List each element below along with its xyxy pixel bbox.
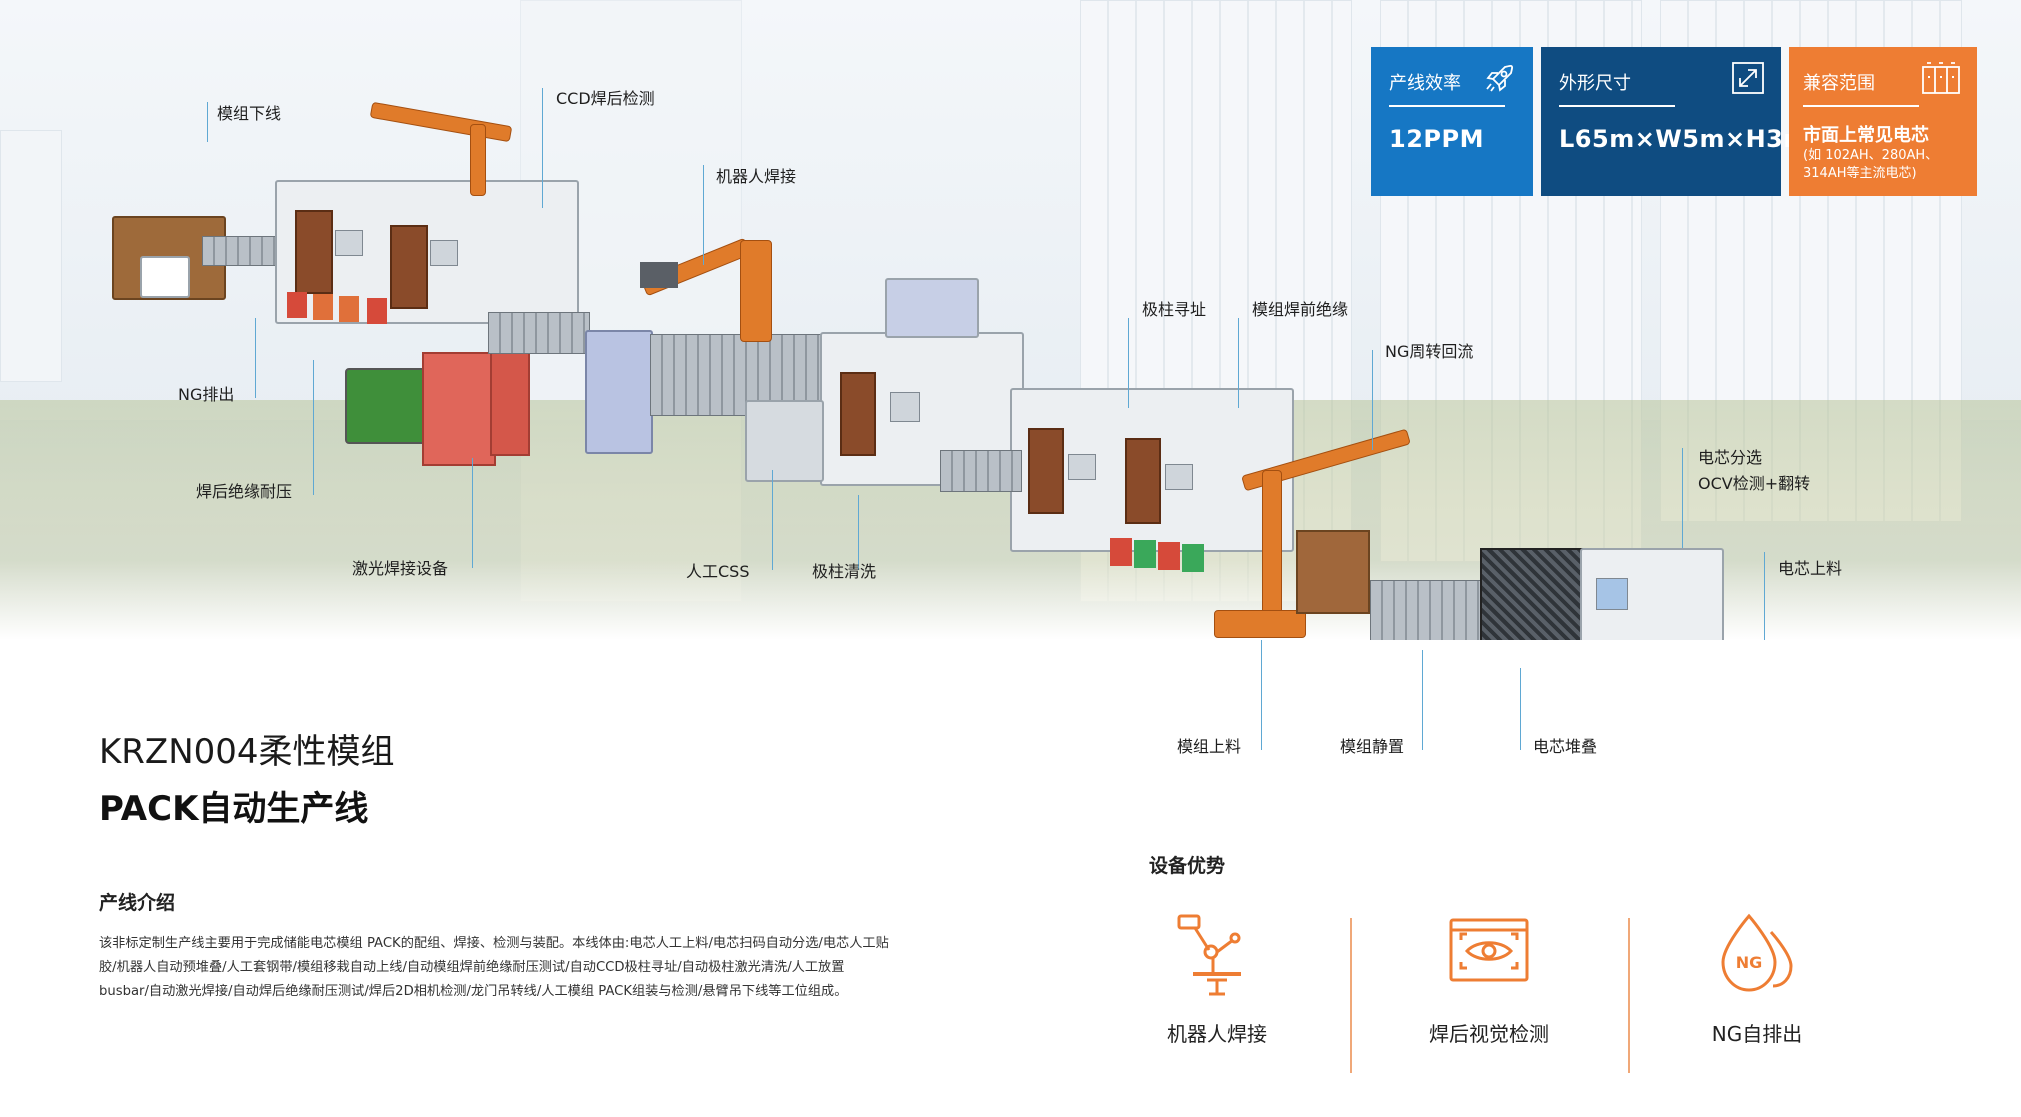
callout-cell-stacking: 电芯堆叠 [1533,737,1598,756]
product-title-line2: PACK自动生产线 [99,789,369,829]
leader-line [1238,318,1239,408]
divider [1628,918,1630,1073]
ng-drops-icon: NG [1721,913,1793,992]
insulation-tester [422,352,496,466]
unloading-station [112,206,284,302]
svg-text:NG: NG [1736,953,1763,972]
leader-line [1261,640,1262,750]
callout-cell-loading: 电芯上料 [1778,559,1843,578]
leader-line [542,88,543,208]
callout-module-loading: 模组上料 [1177,737,1242,756]
leader-line [207,102,208,142]
ocv-station [1580,548,1724,640]
css-station [745,400,824,482]
card-underline [1389,105,1505,107]
advantage-ng-auto-discharge: NG NG自排出 [1627,910,1887,1070]
callout-module-offline: 模组下线 [217,104,282,123]
callout-ng-discharge: NG排出 [178,385,235,404]
card-efficiency: 产线效率 12PPM [1371,47,1533,196]
eye-scan-icon [1449,918,1529,982]
leader-line [772,470,773,570]
robot-arm-icon [1177,914,1241,996]
leader-line [313,360,314,495]
leader-line [1764,552,1765,640]
callout-pole-cleaning: 极柱清洗 [812,562,877,581]
callout-manual-css: 人工CSS [686,562,750,581]
card-underline [1803,105,1919,107]
robot-arm-base [740,240,772,342]
leader-line [1520,668,1521,750]
card-dimensions-value: L65m×W5m×H3m [1559,125,1809,153]
expand-arrow-icon [1732,62,1764,94]
jib-crane-post [1262,470,1282,622]
leader-line [858,495,859,570]
advantage-robot-welding: 机器人焊接 [1087,910,1347,1070]
laser-welding-equipment [585,330,653,454]
card-compatibility: 兼容范围 市面上常见电芯 (如 102AH、280AH、314AH等主流电芯) [1789,47,1977,196]
module-rest-rack [1296,530,1370,614]
divider [1350,918,1352,1073]
pre-weld-insulation-station [1010,378,1300,578]
pole-cleaning-station [820,332,1024,502]
callout-pole-locating: 极柱寻址 [1142,300,1207,319]
leader-line [1128,318,1129,408]
callout-pre-weld-insulation: 模组焊前绝缘 [1252,300,1349,319]
callout-module-resting: 模组静置 [1340,737,1405,756]
advantage-label: 机器人焊接 [1167,1022,1267,1046]
callout-ccd-inspection: CCD焊后检测 [556,89,655,108]
advantage-vision-inspection: 焊后视觉检测 [1359,910,1619,1070]
robot-gripper [640,262,678,288]
callout-cell-sorting: 电芯分选 [1698,448,1763,467]
ng-bin [345,368,427,444]
leader-line [472,458,473,568]
leader-line [703,165,704,265]
battery-cells-icon [1922,62,1960,94]
card-efficiency-value: 12PPM [1389,125,1484,153]
intro-body: 该非标定制生产线主要用于完成储能电芯模组 PACK的配组、焊接、检测与装配。本线… [99,936,889,999]
card-dimensions: 外形尺寸 L65m×W5m×H3m [1541,47,1808,196]
callout-post-weld-insulation: 焊后绝缘耐压 [196,482,293,501]
rocket-icon [1486,65,1513,92]
conveyor [488,312,590,354]
gantry-arm-post [470,124,486,196]
callout-robot-welding: 机器人焊接 [716,167,797,186]
insulation-tester-2 [490,342,530,456]
card-compatibility-value: 市面上常见电芯 [1803,125,1929,146]
leader-line [1682,448,1683,548]
ccd-inspection-station [275,170,579,350]
card-dimensions-label: 外形尺寸 [1559,73,1631,94]
card-efficiency-label: 产线效率 [1389,73,1461,94]
leader-line [1372,350,1373,450]
callout-ocv-flip: OCV检测+翻转 [1698,474,1811,493]
leader-line [1422,650,1423,750]
background-building [0,130,62,382]
advantages-heading: 设备优势 [1149,855,1226,877]
intro-heading: 产线介绍 [99,892,176,914]
callout-ng-return: NG周转回流 [1385,342,1474,361]
card-underline [1559,105,1675,107]
card-compatibility-label: 兼容范围 [1803,73,1875,94]
product-title-line1: KRZN004柔性模组 [99,732,395,772]
conveyor [940,450,1022,492]
small-cabinets [885,278,979,338]
leader-line [255,318,256,398]
callout-laser-welding: 激光焊接设备 [352,559,449,578]
card-compatibility-sub: (如 102AH、280AH、314AH等主流电芯) [1803,148,1939,181]
jib-crane-base [1214,610,1306,638]
advantage-label: NG自排出 [1711,1022,1803,1046]
advantage-label: 焊后视觉检测 [1429,1022,1549,1046]
